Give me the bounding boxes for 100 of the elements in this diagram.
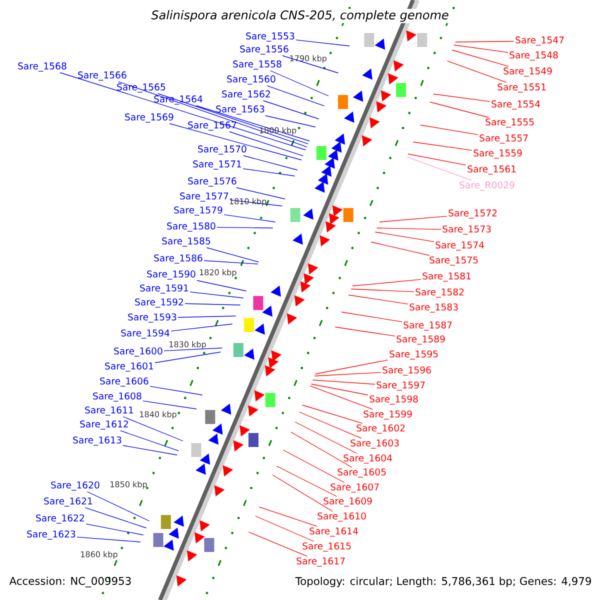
gene-label: Sare_1620 [51,481,100,491]
gene-label: Sare_1600 [114,347,162,357]
leader-line [170,324,233,332]
gene-label: Sare_1607 [330,483,379,493]
gene-label: Sare_1608 [93,392,142,402]
gene-label: Sare_1603 [350,439,399,449]
leader-line [374,232,434,242]
leader-line [314,360,388,374]
leader-line [196,280,247,292]
leader-line [178,316,236,318]
leader-line [276,466,337,497]
leader-line [196,105,310,142]
leader-line [224,214,276,222]
leader-line [408,154,466,166]
gene-label: Sare_1597 [376,381,425,391]
leader-line [296,40,350,46]
gene-label: Sare_1587 [404,321,452,331]
gene-label: Sare_1610 [318,512,366,522]
scale-label: 1850 kbp [110,481,147,489]
title: Salinispora arenicola CNS-205, complete genome [150,8,450,24]
leader-line [314,372,382,376]
leader-line [76,536,141,542]
leader-line [350,288,414,292]
leader-line [243,155,298,170]
leader-line [433,94,490,102]
leader-line [454,44,508,53]
gene-label: Sare_1613 [73,436,122,446]
gene-label: Sare_1621 [44,497,92,507]
footer-text: Accession: NC_009953 [9,576,131,588]
leader-line [262,100,320,120]
gene-label: Sare_1582 [416,288,464,298]
gene-label: Sare_1605 [338,468,386,478]
leader-line [341,312,402,322]
leader-line [255,516,314,542]
leader-line [169,123,302,160]
scale-label: 1830 kbp [170,341,206,349]
gene-label: Sare_1551 [498,83,546,93]
gene-label: Sare_1594 [121,329,170,339]
leader-line [258,506,318,527]
gene-label: Sare_1558 [233,60,282,70]
leader-line [272,474,333,512]
gene-label: Sare_1574 [436,241,484,251]
scale-label: 1790 kbp [290,55,327,63]
leader-line [310,386,374,410]
leader-line [420,124,478,135]
gene-label: Sare_1580 [167,222,216,232]
leader-line [290,432,352,468]
leader-line [282,55,339,74]
gene-label: Sare_1556 [240,45,288,55]
gene-label: Sare_R0029 [460,181,514,191]
gene-label: Sare_1569 [125,113,174,123]
leader-line [184,303,241,306]
gene-label: Sare_1592 [135,298,183,308]
leader-line [294,422,358,454]
gene-label: Sare_1599 [364,410,412,420]
leader-line [370,242,430,256]
leader-line [86,491,150,522]
leader-line [142,400,197,410]
gene-label: Sare_1571 [193,160,242,170]
leader-line [452,50,509,67]
leader-line [334,326,396,336]
gene-label: Sare_1586 [154,254,202,264]
gene-label: Sare_1604 [344,454,392,464]
leader-line [120,430,180,452]
leader-line [158,93,309,144]
gene-label: Sare_1547 [516,36,564,46]
gene-label: Sare_1585 [162,237,210,247]
gene-label: Sare_1609 [324,497,372,507]
leader-line [352,279,422,286]
gene-label: Sare_1623 [27,530,76,540]
leader-line [164,348,223,352]
leader-line [248,532,308,557]
leader-line [122,416,184,442]
gene-label: Sare_1579 [174,206,222,216]
gene-label: Sare_1562 [222,90,270,100]
leader-line [454,40,514,42]
gene-label: Sare_1614 [310,527,358,537]
scale-label: 1840 kbp [140,411,176,419]
leader-line [154,352,221,364]
gene-label: Sare_1611 [85,406,134,416]
gene-label: Sare_1589 [396,335,445,345]
gene-label: Sare_1583 [410,303,458,313]
gene-label: Sare_1577 [180,192,228,202]
leader-line [376,228,442,230]
leader-line [236,187,286,200]
gene-label: Sare_1602 [356,424,405,434]
gene-label: Sare_1572 [448,209,497,219]
leader-line [446,60,507,83]
leader-line [86,524,144,536]
leader-line [282,450,345,483]
gene-label: Sare_1591 [140,284,188,294]
scale-label: 1860 kbp [81,551,118,559]
gene-label: Sare_1573 [442,225,491,235]
leader-line [298,412,362,439]
gene-label: Sare_1596 [382,366,431,376]
gene-label: Sare_1601 [105,362,154,372]
gene-label: Sare_1622 [36,514,84,524]
gene-label: Sare_1593 [128,313,176,323]
gene-label: Sare_1549 [504,67,552,77]
gene-label: Sare_1615 [302,542,351,552]
